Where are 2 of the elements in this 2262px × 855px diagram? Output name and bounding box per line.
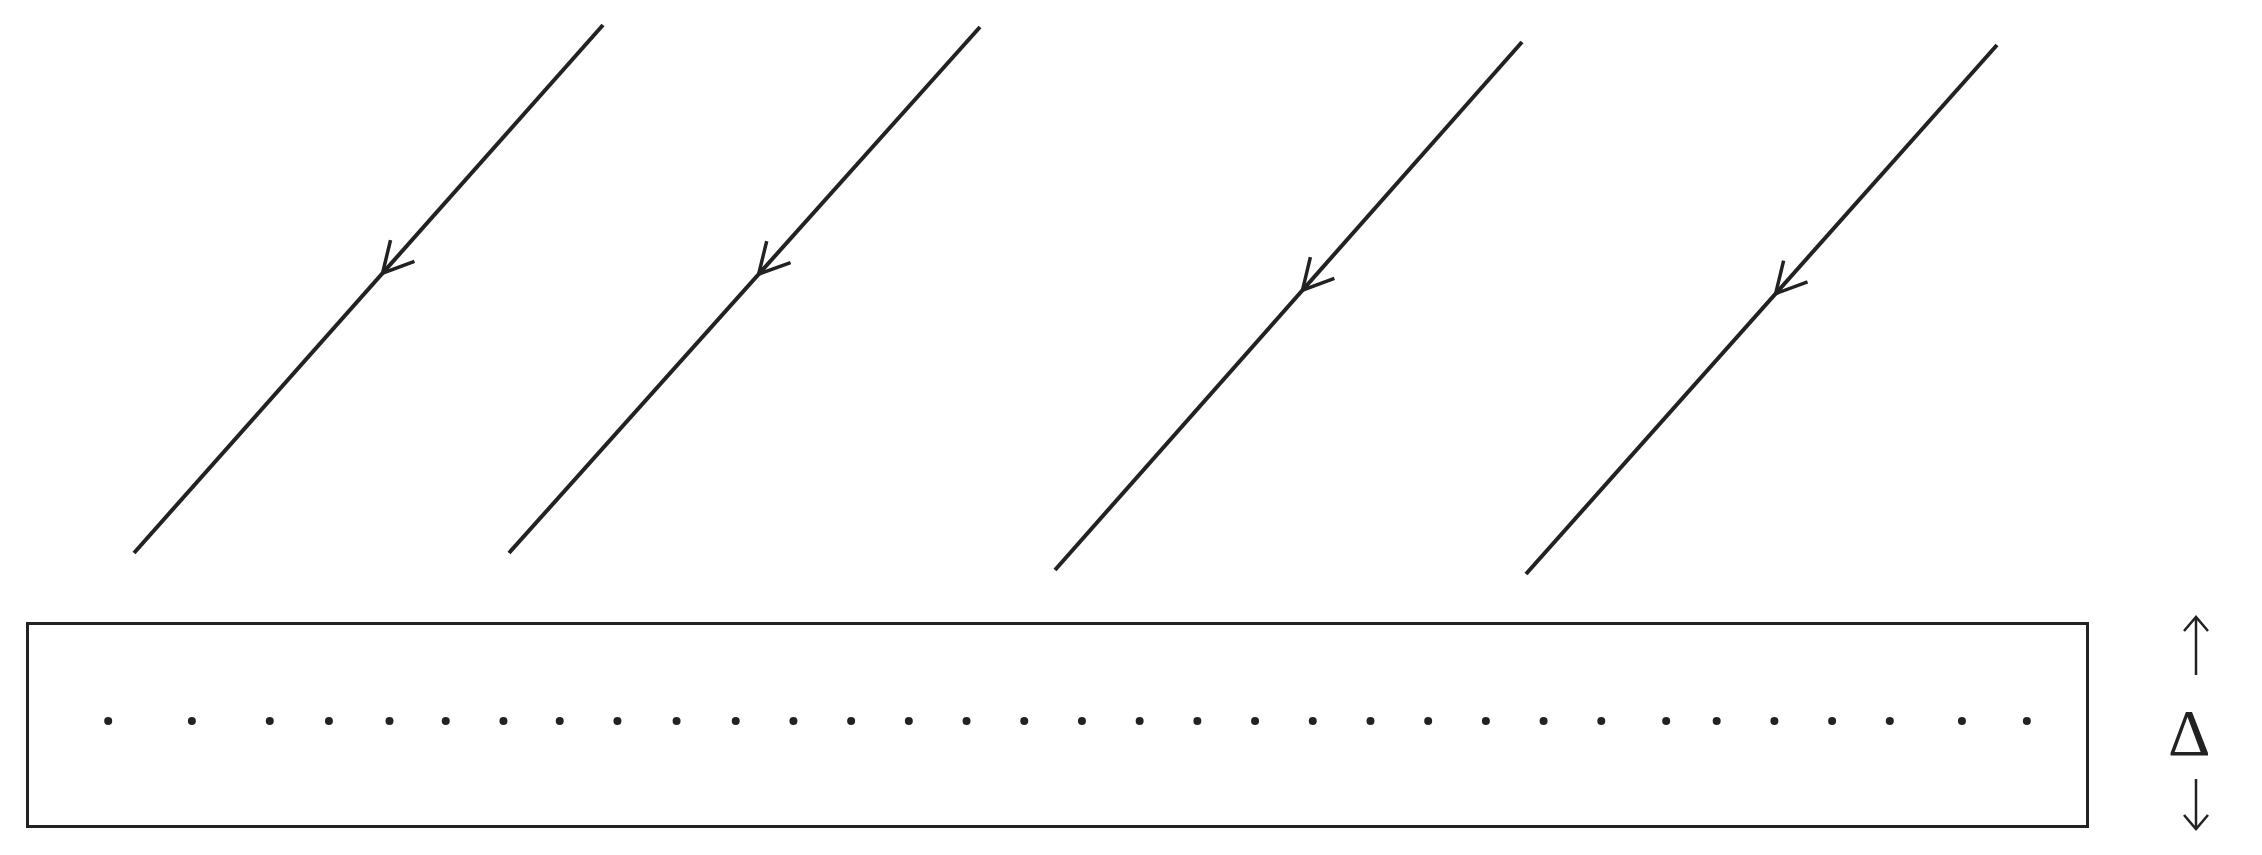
slab-box — [26, 622, 2089, 828]
thickness-label: Δ — [2168, 700, 2211, 766]
